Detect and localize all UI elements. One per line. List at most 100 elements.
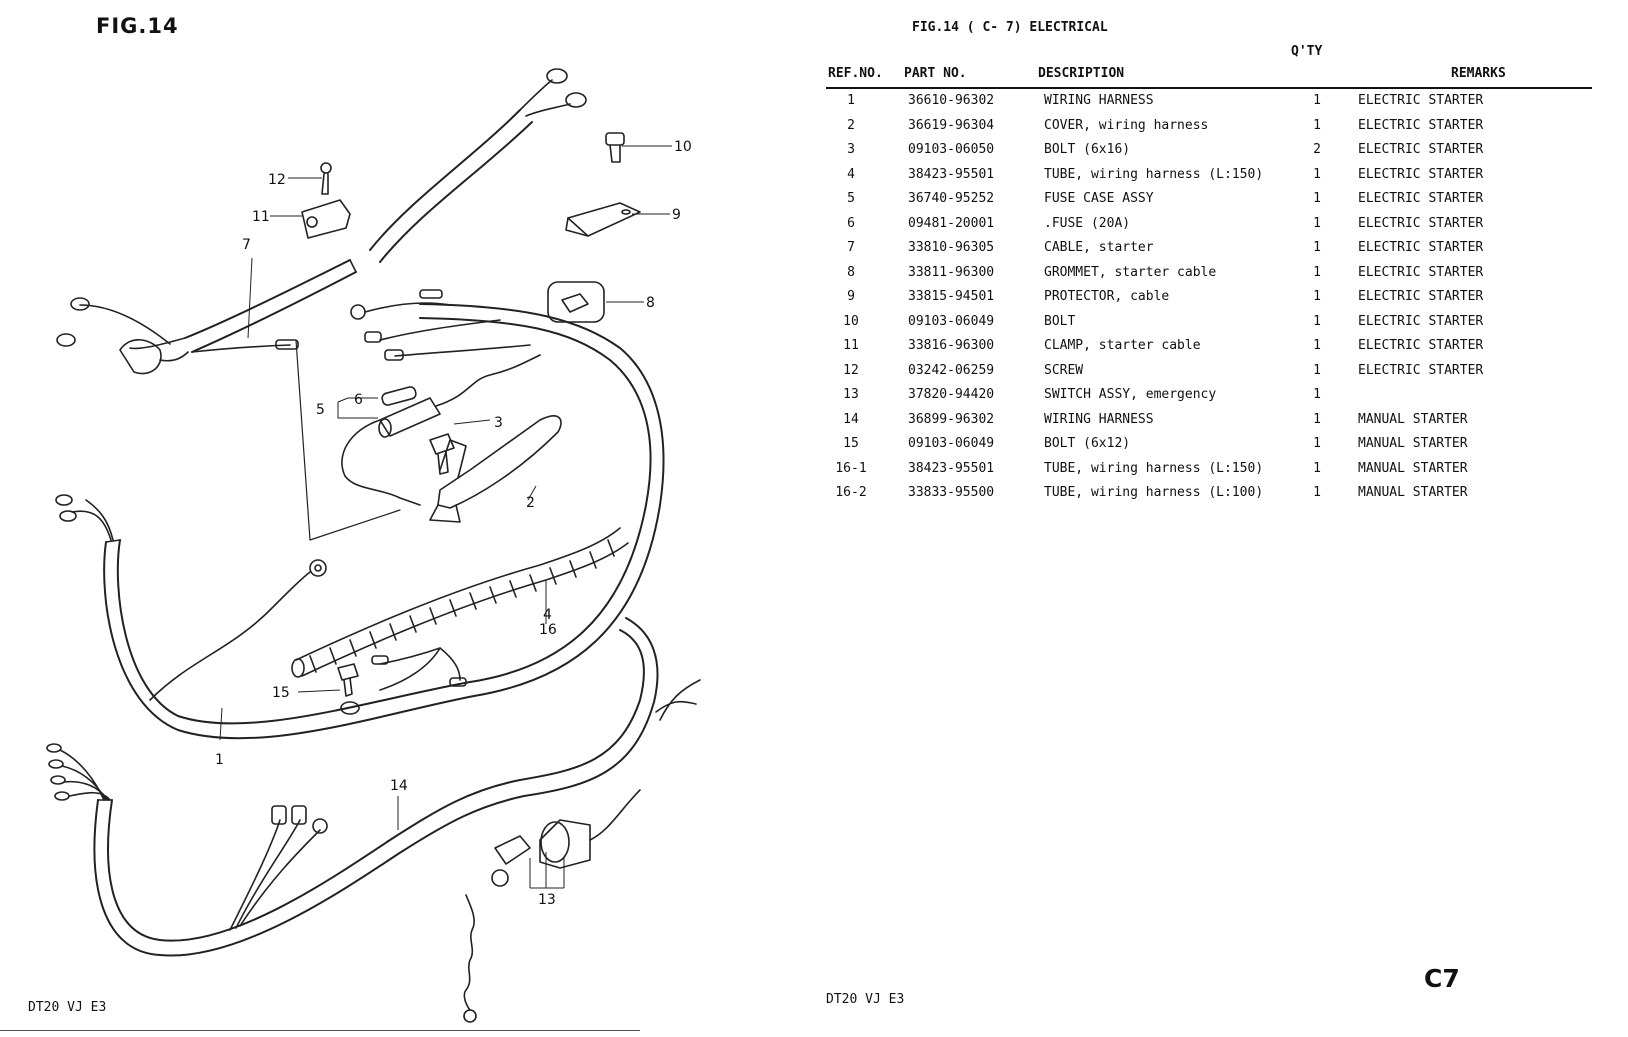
callout-14: 14 <box>390 778 408 794</box>
part-no-cell: 33810-96305 <box>908 240 995 255</box>
model-code-right: DT20 VJ E3 <box>826 992 905 1007</box>
ref-no-cell: 4 <box>847 166 855 182</box>
part-no-cell: 03242-06259 <box>908 362 995 378</box>
remarks-column-header: REMARKS <box>1451 66 1506 81</box>
qty-cell: 1 <box>1313 289 1321 304</box>
part-no-cell: 33816-96300 <box>908 338 995 353</box>
callout-2: 2 <box>526 495 535 511</box>
remarks-cell: ELECTRIC STARTER <box>1358 362 1484 378</box>
description-cell: SCREW <box>1044 362 1084 378</box>
model-code-left: DT20 VJ E3 <box>28 1000 107 1015</box>
remarks-cell: MANUAL STARTER <box>1358 485 1468 500</box>
callout-12: 12 <box>268 172 286 188</box>
part-no-cell: 38423-95501 <box>908 166 995 182</box>
callout-9: 9 <box>672 207 681 223</box>
remarks-cell: ELECTRIC STARTER <box>1358 289 1484 304</box>
ref-no-cell: 16-1 <box>835 460 867 476</box>
description-cell: PROTECTOR, cable <box>1044 289 1170 304</box>
callout-7: 7 <box>242 237 251 253</box>
qty-column-header: Q'TY <box>1291 44 1323 59</box>
description-cell: FUSE CASE ASSY <box>1044 191 1154 206</box>
part-no-cell: 09481-20001 <box>908 215 995 231</box>
remarks-cell: ELECTRIC STARTER <box>1358 142 1484 157</box>
ref-no-cell: 13 <box>843 387 859 402</box>
description-cell: GROMMET, starter cable <box>1044 264 1217 280</box>
figure-label: FIG.14 <box>96 14 179 38</box>
qty-cell: 1 <box>1313 264 1321 280</box>
qty-cell: 1 <box>1313 191 1321 206</box>
remarks-cell: ELECTRIC STARTER <box>1358 166 1484 182</box>
description-cell: CLAMP, starter cable <box>1044 338 1201 353</box>
callout-5: 5 <box>316 402 325 418</box>
cable-protector <box>565 202 641 237</box>
ref-no-cell: 1 <box>847 93 855 108</box>
table-row: 12 03242-06259 SCREW 1 ELECTRIC STARTER <box>826 361 1592 386</box>
part-no-cell: 09103-06050 <box>908 142 995 157</box>
qty-cell: 1 <box>1313 338 1321 353</box>
clamp-starter-cable <box>301 199 351 239</box>
ref-no-cell: 2 <box>847 117 855 133</box>
table-row: 8 33811-96300 GROMMET, starter cable 1 ELECT… <box>826 263 1592 288</box>
description-cell: BOLT (6x16) <box>1044 142 1131 157</box>
ref-no-cell: 7 <box>847 240 855 255</box>
fuse-case-assy <box>341 354 541 506</box>
part-no-cell: 37820-94420 <box>908 387 995 402</box>
qty-cell: 1 <box>1313 362 1321 378</box>
page-code: C7 <box>1424 964 1460 993</box>
description-cell: WIRING HARNESS <box>1044 93 1154 108</box>
description-cell: COVER, wiring harness <box>1044 117 1209 133</box>
part-no-cell: 09103-06049 <box>908 313 995 329</box>
part-no-column-header: PART NO. <box>904 66 967 81</box>
ref-no-cell: 8 <box>847 264 855 280</box>
ref-no-cell: 10 <box>843 313 859 329</box>
qty-cell: 1 <box>1313 240 1321 255</box>
ref-no-column-header: REF.NO. <box>828 66 883 81</box>
part-no-cell: 33811-96300 <box>908 264 995 280</box>
qty-cell: 1 <box>1313 313 1321 329</box>
part-no-cell: 33815-94501 <box>908 289 995 304</box>
description-cell: .FUSE (20A) <box>1044 215 1131 231</box>
qty-cell: 1 <box>1313 93 1321 108</box>
callout-1: 1 <box>215 752 224 768</box>
description-cell: TUBE, wiring harness (L:150) <box>1044 166 1264 182</box>
ref-no-cell: 5 <box>847 191 855 206</box>
ref-no-cell: 12 <box>843 362 859 378</box>
ref-no-cell: 16-2 <box>835 485 867 500</box>
electrical-parts-diagram: 12 11 7 10 9 8 6 5 3 2 4 16 15 1 14 13 <box>46 68 701 1023</box>
qty-cell: 1 <box>1313 387 1321 402</box>
grommet-starter-cable <box>547 281 605 323</box>
description-cell: WIRING HARNESS <box>1044 411 1154 427</box>
qty-cell: 1 <box>1313 117 1321 133</box>
wiring-harness-electric <box>55 303 665 740</box>
remarks-cell: ELECTRIC STARTER <box>1358 338 1484 353</box>
ref-no-cell: 11 <box>843 338 859 353</box>
header-divider <box>826 87 1592 89</box>
callout-4: 4 <box>543 607 552 623</box>
qty-cell: 1 <box>1313 166 1321 182</box>
remarks-cell: ELECTRIC STARTER <box>1358 117 1484 133</box>
remarks-cell: ELECTRIC STARTER <box>1358 264 1484 280</box>
part-no-cell: 38423-95501 <box>908 460 995 476</box>
ref-no-cell: 6 <box>847 215 855 231</box>
screw-12 <box>320 162 332 195</box>
part-no-cell: 36610-96302 <box>908 93 995 108</box>
bottom-divider <box>0 1030 640 1031</box>
callout-16: 16 <box>539 622 557 638</box>
ref-no-cell: 14 <box>843 411 859 427</box>
tube-wiring-harness <box>291 527 629 678</box>
description-cell: CABLE, starter <box>1044 240 1154 255</box>
qty-cell: 2 <box>1313 142 1321 157</box>
